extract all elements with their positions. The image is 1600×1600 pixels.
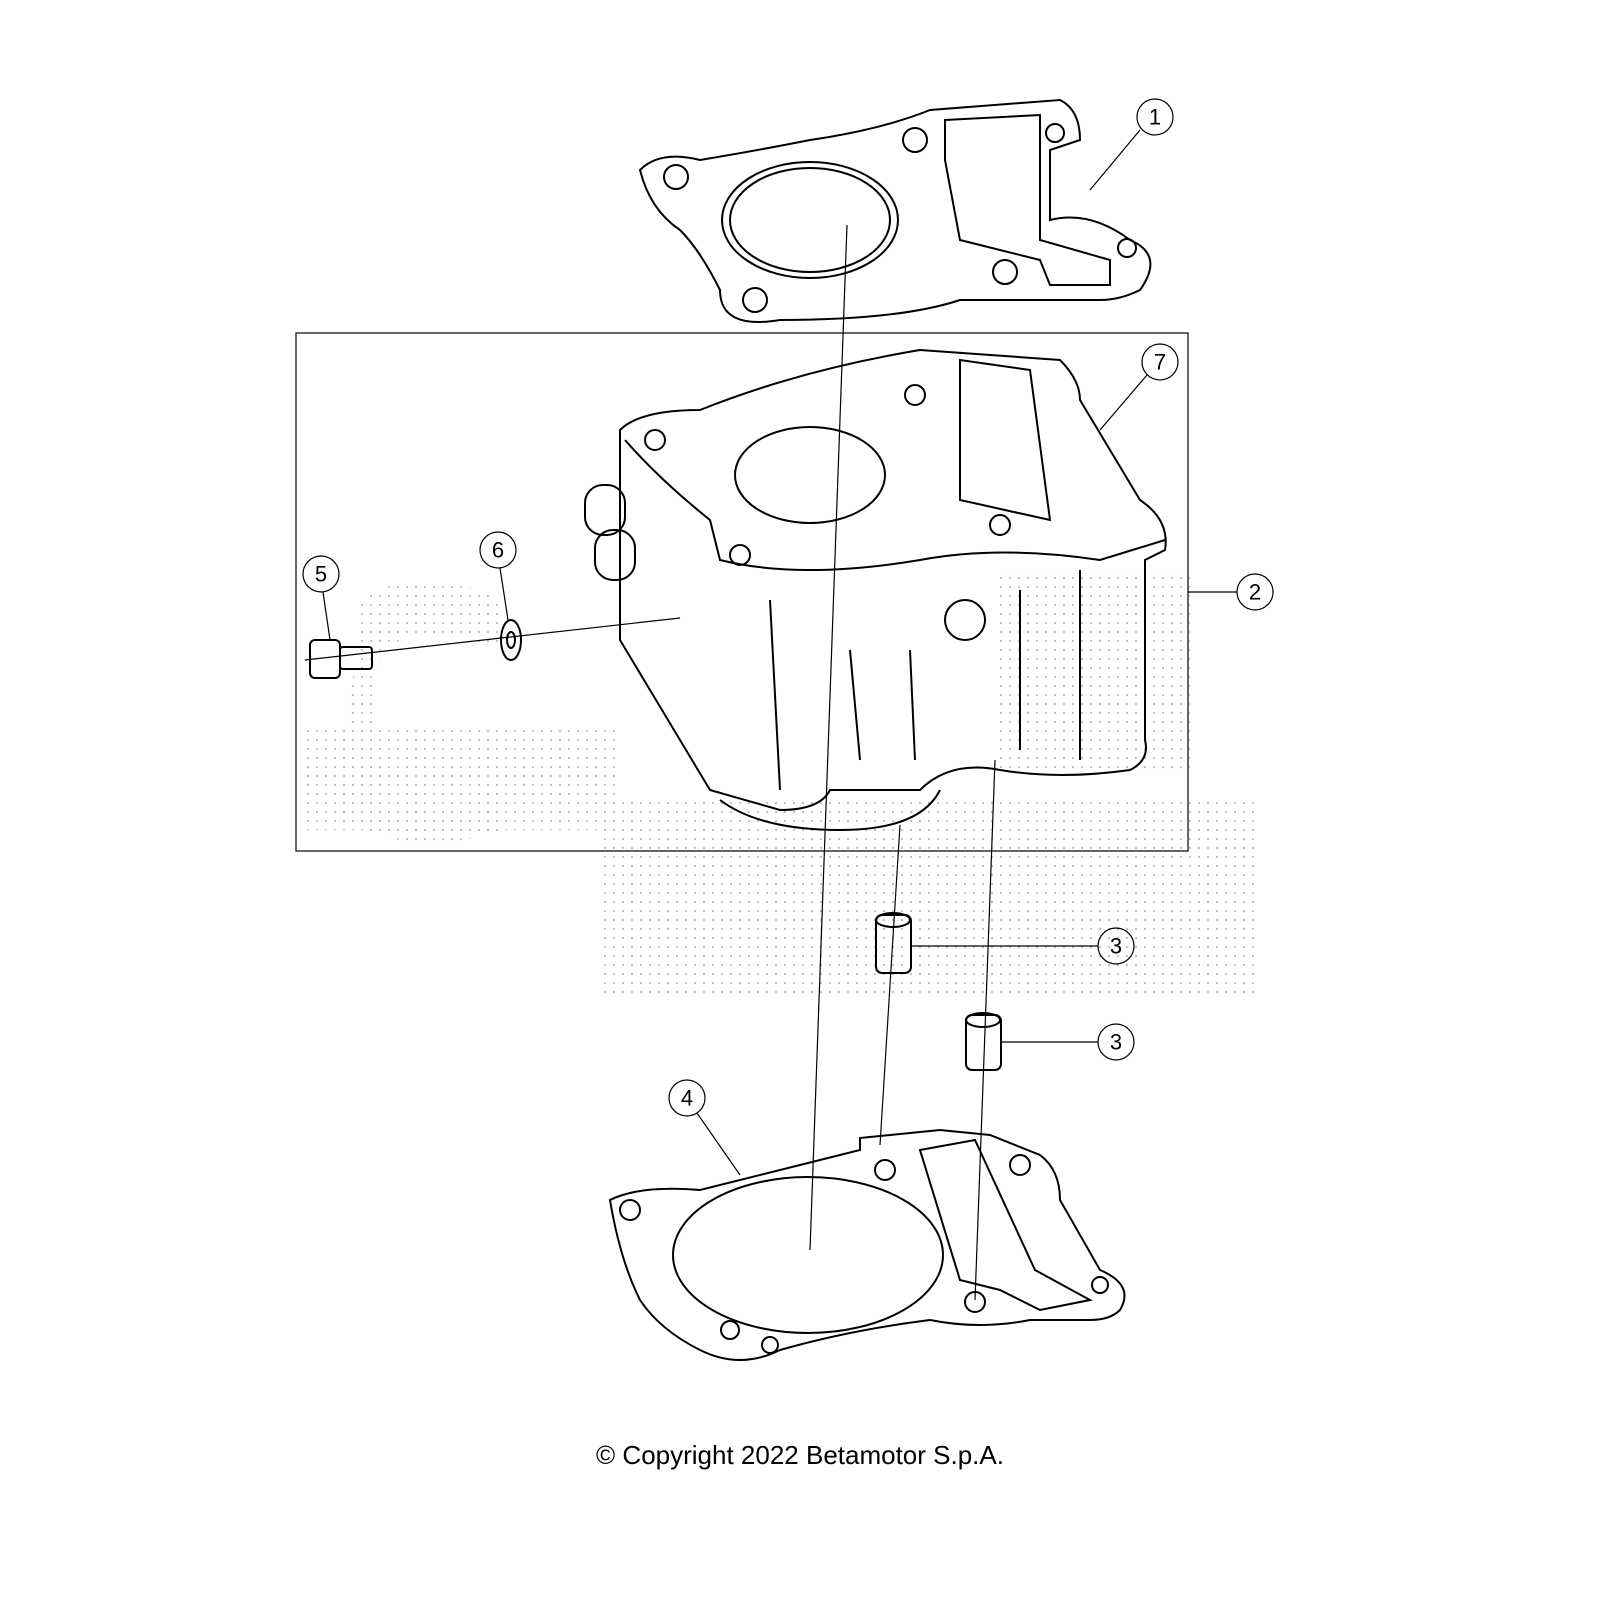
callout-4: 4 — [681, 1086, 693, 1111]
callouts: 1 7 2 5 6 3 3 4 — [302, 98, 1274, 1176]
callout-1: 1 — [1149, 105, 1161, 130]
bolt — [309, 639, 373, 679]
washer — [500, 619, 522, 661]
cylinder — [584, 348, 1167, 832]
watermark — [300, 570, 1260, 1000]
head-gasket — [638, 98, 1152, 323]
assembly-lines — [304, 224, 996, 1301]
copyright-notice: © Copyright 2022 Betamotor S.p.A. — [596, 1440, 1004, 1470]
callout-3: 3 — [1110, 1030, 1122, 1055]
callout-6: 6 — [492, 538, 504, 563]
callout-5: 5 — [315, 562, 327, 587]
callout-7: 7 — [1154, 350, 1166, 375]
callout-3: 3 — [1110, 934, 1122, 959]
dowel-pin — [875, 912, 912, 974]
base-gasket — [608, 1128, 1126, 1361]
callout-2: 2 — [1249, 580, 1261, 605]
